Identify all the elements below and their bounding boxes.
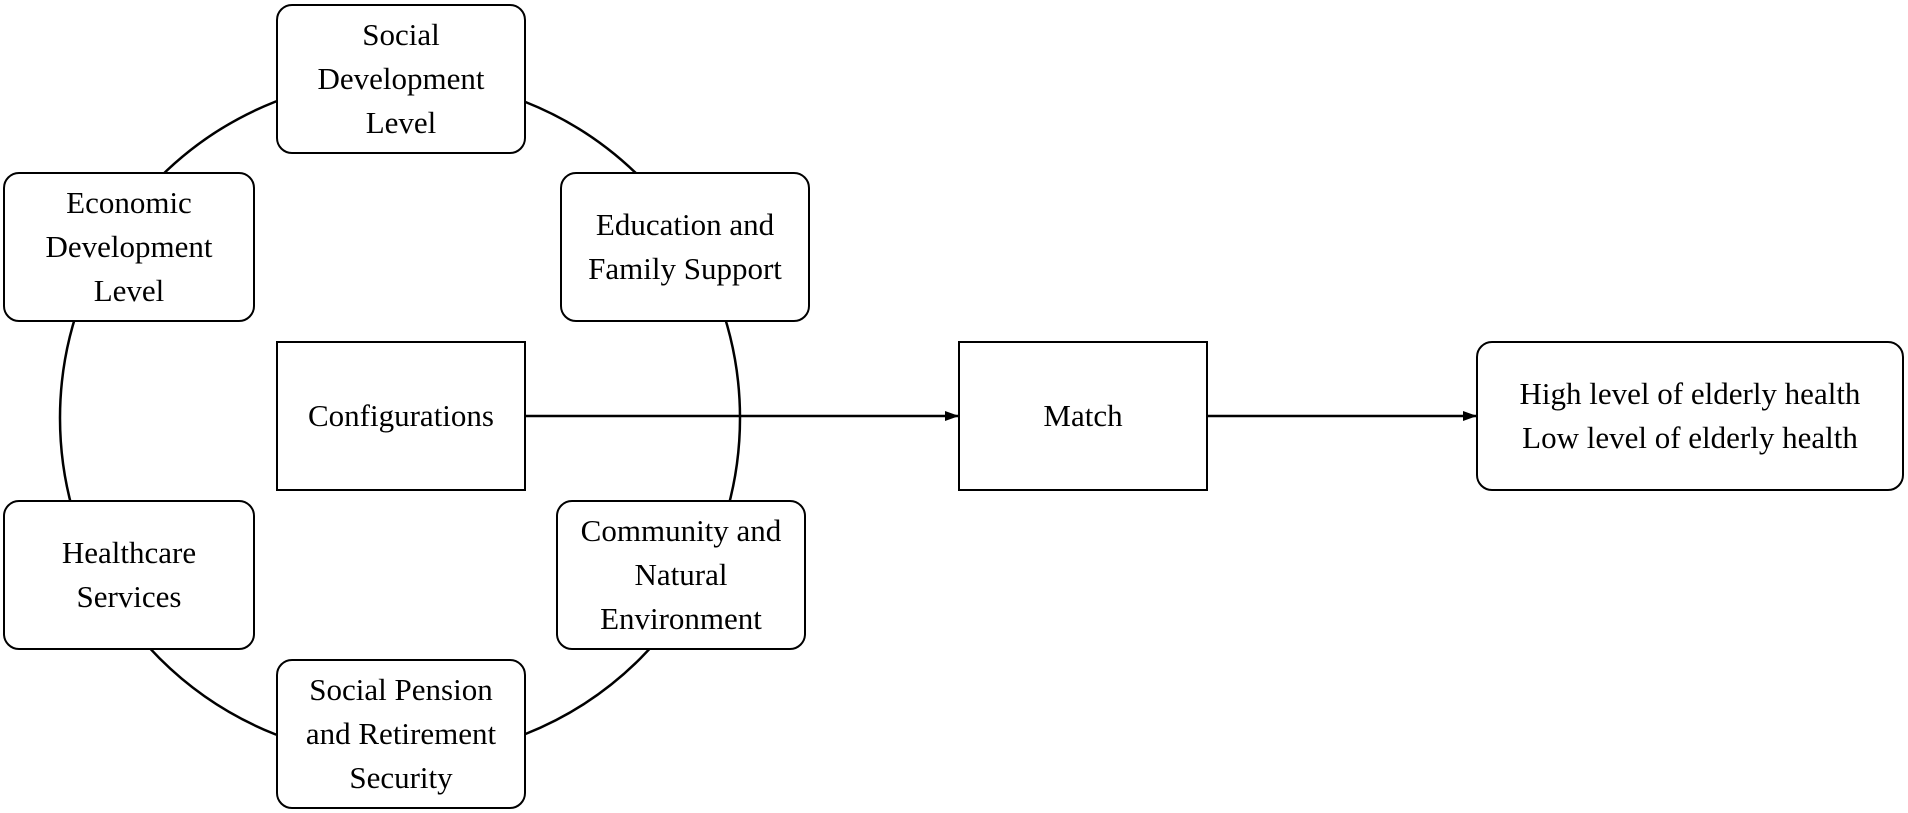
node-line: Level	[93, 273, 165, 308]
outcome-high: High level of elderly health	[1519, 376, 1861, 411]
node-line: Security	[349, 760, 453, 795]
node-line: Education and	[595, 207, 775, 242]
node-line: Economic	[66, 185, 192, 220]
outcome-low: Low level of elderly health	[1522, 420, 1858, 455]
node-line: Services	[76, 579, 182, 614]
outcome-box: High level of elderly health Low level o…	[1476, 341, 1904, 491]
node-line: Development	[317, 61, 485, 96]
node-line: Family Support	[588, 251, 782, 286]
configurations-label: Configurations	[308, 398, 494, 433]
factor-education-family-support: Education and Family Support	[560, 172, 810, 322]
node-line: Level	[365, 105, 437, 140]
factor-community-natural-environment: Community and Natural Environment	[556, 500, 806, 650]
node-line: and Retirement	[305, 716, 497, 751]
node-line: Natural	[634, 557, 728, 592]
factor-social-pension-retirement-security: Social Pension and Retirement Security	[276, 659, 526, 809]
factor-social-development-level: Social Development Level	[276, 4, 526, 154]
configurations-box: Configurations	[276, 341, 526, 491]
node-line: Healthcare	[61, 535, 197, 570]
node-line: Community and	[580, 513, 782, 548]
match-label: Match	[1043, 398, 1123, 433]
match-box: Match	[958, 341, 1208, 491]
node-line: Environment	[600, 601, 762, 636]
node-line: Social Pension	[309, 672, 493, 707]
factor-economic-development-level: Economic Development Level	[3, 172, 255, 322]
factor-healthcare-services: Healthcare Services	[3, 500, 255, 650]
node-line: Social	[362, 17, 440, 52]
node-line: Development	[45, 229, 213, 264]
